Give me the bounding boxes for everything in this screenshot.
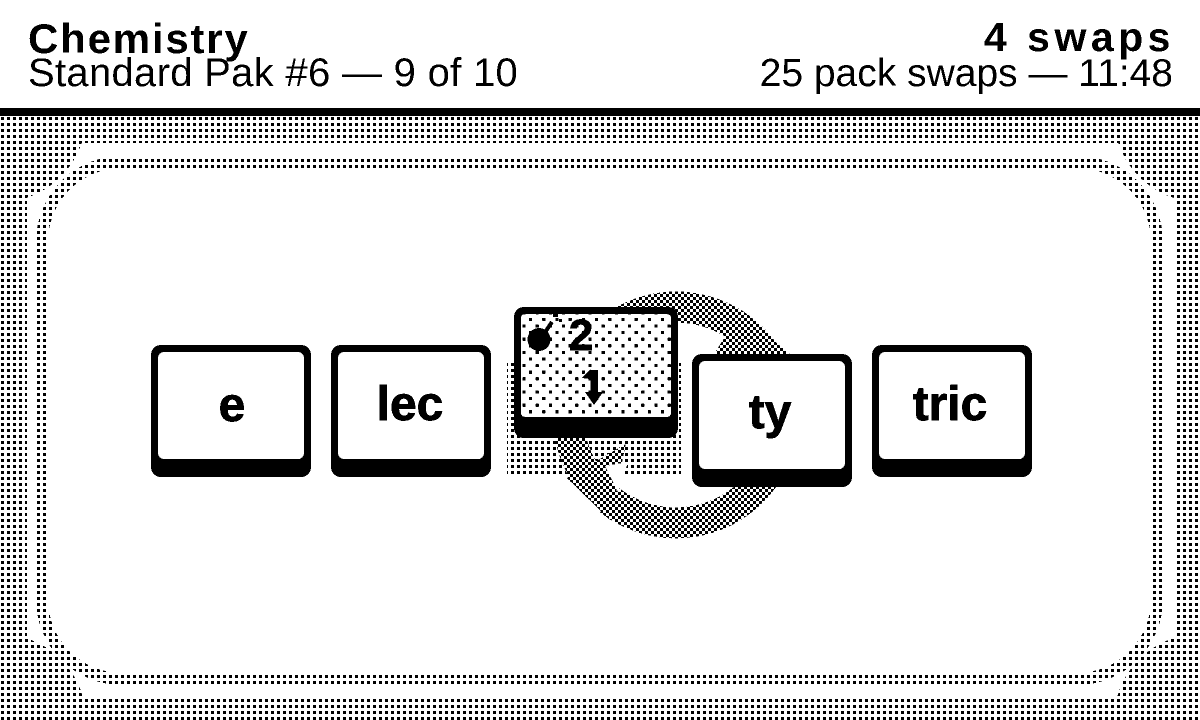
svg-text:2: 2 [569, 311, 593, 360]
svg-text:e: e [219, 379, 246, 432]
svg-text:4 swaps: 4 swaps [984, 14, 1175, 60]
svg-text:ty: ty [749, 386, 792, 439]
svg-text:tric: tric [913, 378, 988, 431]
svg-text:25 pack swaps — 11:48: 25 pack swaps — 11:48 [760, 52, 1173, 95]
svg-text:Standard Pak #6 — 9 of 10: Standard Pak #6 — 9 of 10 [28, 51, 518, 95]
svg-text:lec: lec [377, 378, 444, 431]
svg-text:Chemistry: Chemistry [28, 15, 250, 62]
